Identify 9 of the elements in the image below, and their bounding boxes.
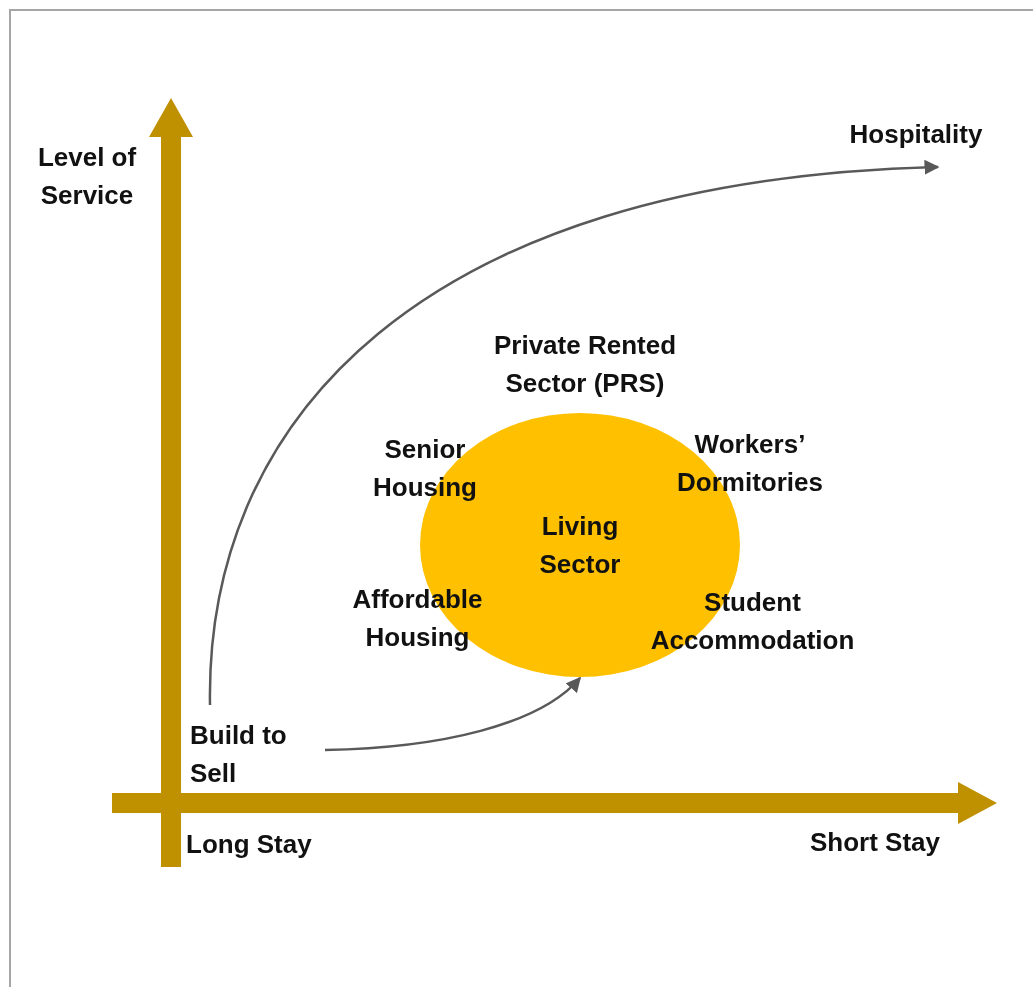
curved-arrow	[208, 160, 940, 706]
category-label: Private Rented Sector (PRS)	[492, 329, 678, 400]
axis-label: Long Stay	[186, 828, 313, 861]
curved-arrow	[324, 676, 582, 752]
axis-label: Short Stay	[809, 826, 941, 859]
sector-label: Living Sector	[538, 510, 622, 581]
stay-type-label: Hospitality	[830, 115, 1002, 153]
stay-type-label: Build to Sell	[190, 716, 290, 792]
axis-title: Level of Service	[36, 141, 138, 212]
